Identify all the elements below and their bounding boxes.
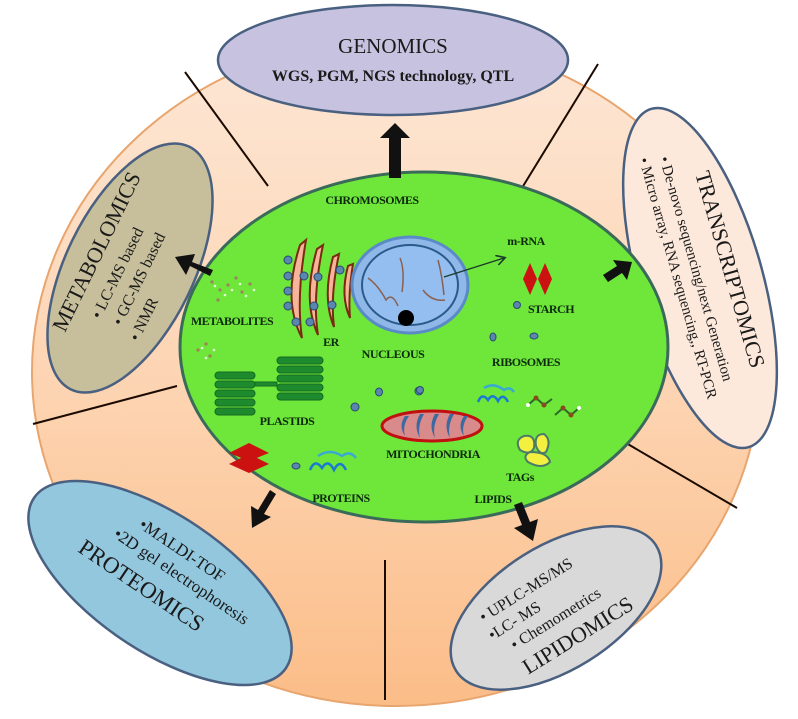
label-tags: TAGs [506, 470, 535, 484]
label-lipids: LIPIDS [474, 492, 512, 506]
genomics-title: GENOMICS [338, 34, 448, 58]
label-er: ER [323, 335, 340, 349]
arrow-to-transcriptomics [603, 260, 632, 282]
starch-granule-icon [229, 443, 269, 473]
metabolomics-group: METABOLOMICS • LC-MS based • GC-MS based… [46, 142, 214, 394]
metabolomics-oval [46, 142, 214, 394]
divider-top-left [184, 71, 269, 187]
arrow-to-metabolomics [175, 254, 213, 276]
arrow-to-genomics [380, 123, 410, 178]
protein-icon [308, 450, 357, 473]
lipidomics-oval [449, 525, 663, 691]
label-mitochondria: MITOCHONDRIA [386, 447, 481, 461]
protein-icon-2 [476, 384, 516, 404]
tags-icon [516, 432, 552, 467]
label-starch: STARCH [528, 302, 575, 316]
label-chromosomes: CHROMOSOMES [325, 193, 419, 207]
genomics-oval [216, 3, 570, 117]
lipid-molecule-icon [527, 396, 580, 417]
plastids-icon [214, 356, 324, 416]
genomics-group: GENOMICS WGS, PGM, NGS technology, QTL [216, 3, 570, 117]
er-icon [283, 237, 355, 339]
label-ribosomes: RIBOSOMES [492, 355, 561, 369]
arrows [175, 123, 632, 541]
ribosome-dots [291, 301, 539, 470]
lipid-atoms [526, 395, 581, 418]
cell-labels: CHROMOSOMES m-RNA STARCH METABOLITES ER … [191, 193, 576, 506]
mrna-pointer [443, 258, 504, 278]
divider-left [32, 385, 178, 425]
label-mrna: m-RNA [507, 234, 545, 248]
starch-icon [523, 263, 552, 295]
proteomics-oval [27, 479, 293, 687]
sector-dividers [32, 63, 738, 700]
mitochondria-icon [380, 409, 484, 443]
divider-top-right [516, 63, 599, 197]
label-metabolites: METABOLITES [191, 314, 274, 328]
genomics-item: WGS, PGM, NGS technology, QTL [272, 68, 514, 85]
nucleolus-icon [398, 310, 414, 326]
label-proteins: PROTEINS [312, 491, 370, 505]
label-plastids: PLASTIDS [260, 414, 316, 428]
arrow-to-lipidomics [514, 502, 538, 541]
metabolites-icon [196, 276, 256, 360]
nucleus-icon [350, 235, 504, 335]
arrow-to-proteomics [251, 490, 276, 528]
label-nucleous: NUCLEOUS [362, 347, 426, 361]
divider-right [608, 432, 738, 509]
